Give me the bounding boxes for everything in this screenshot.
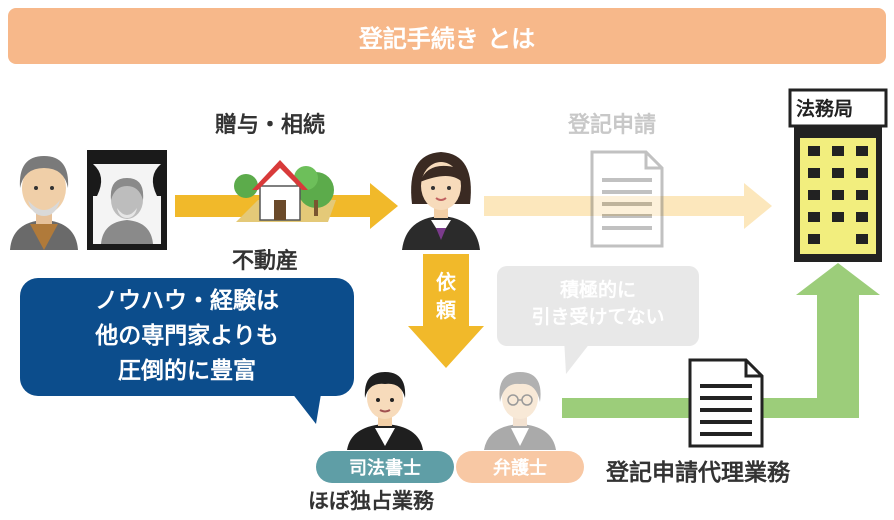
gift-inherit-label: 贈与・相続 xyxy=(215,113,326,138)
request-char-1: 依 xyxy=(436,270,456,294)
banner-title: 登記手続き とは xyxy=(358,24,536,53)
elderly-person-icon xyxy=(10,156,78,250)
knowhow-line-3: 圧倒的に豊富 xyxy=(118,358,256,384)
building-icon xyxy=(788,88,888,262)
document-icon xyxy=(590,150,664,248)
agency-document-icon xyxy=(688,358,764,448)
title-banner: 登記手続き とは xyxy=(8,8,886,64)
woman-client-icon xyxy=(402,152,480,250)
arrow-to-bureau-faded xyxy=(484,183,772,229)
arrow-green-to-bureau xyxy=(562,263,880,418)
request-label: 依 頼 xyxy=(434,268,458,324)
grey-callout-tail xyxy=(564,338,594,374)
exclusive-business-label: ほぼ独占業務 xyxy=(308,489,434,513)
knowhow-line-1: ノウハウ・経験は xyxy=(95,288,279,314)
request-char-2: 頼 xyxy=(436,298,456,322)
registration-application-label: 登記申請 xyxy=(568,113,657,138)
lawyer-icon xyxy=(484,372,556,450)
agency-service-label: 登記申請代理業務 xyxy=(606,460,790,486)
memorial-portrait-icon xyxy=(87,150,167,250)
house-icon xyxy=(234,160,336,222)
knowhow-callout: ノウハウ・経験は 他の専門家よりも 圧倒的に豊富 xyxy=(20,278,354,396)
judicial-scrivener-icon xyxy=(347,372,423,450)
lawyer-callout-line-2: 引き受けてない xyxy=(531,306,665,328)
blue-callout-tail xyxy=(288,388,322,424)
arrow-request-down xyxy=(408,254,484,368)
knowhow-line-2: 他の専門家よりも xyxy=(95,323,279,349)
lawyer-callout-line-1: 積極的に xyxy=(559,279,636,301)
judicial-scrivener-tag: 司法書士 xyxy=(316,451,454,483)
real-estate-label: 不動産 xyxy=(232,249,299,274)
lawyer-callout: 積極的に 引き受けてない xyxy=(497,266,699,346)
lawyer-tag: 弁護士 xyxy=(456,451,584,483)
legal-affairs-bureau-label: 法務局 xyxy=(796,98,854,120)
